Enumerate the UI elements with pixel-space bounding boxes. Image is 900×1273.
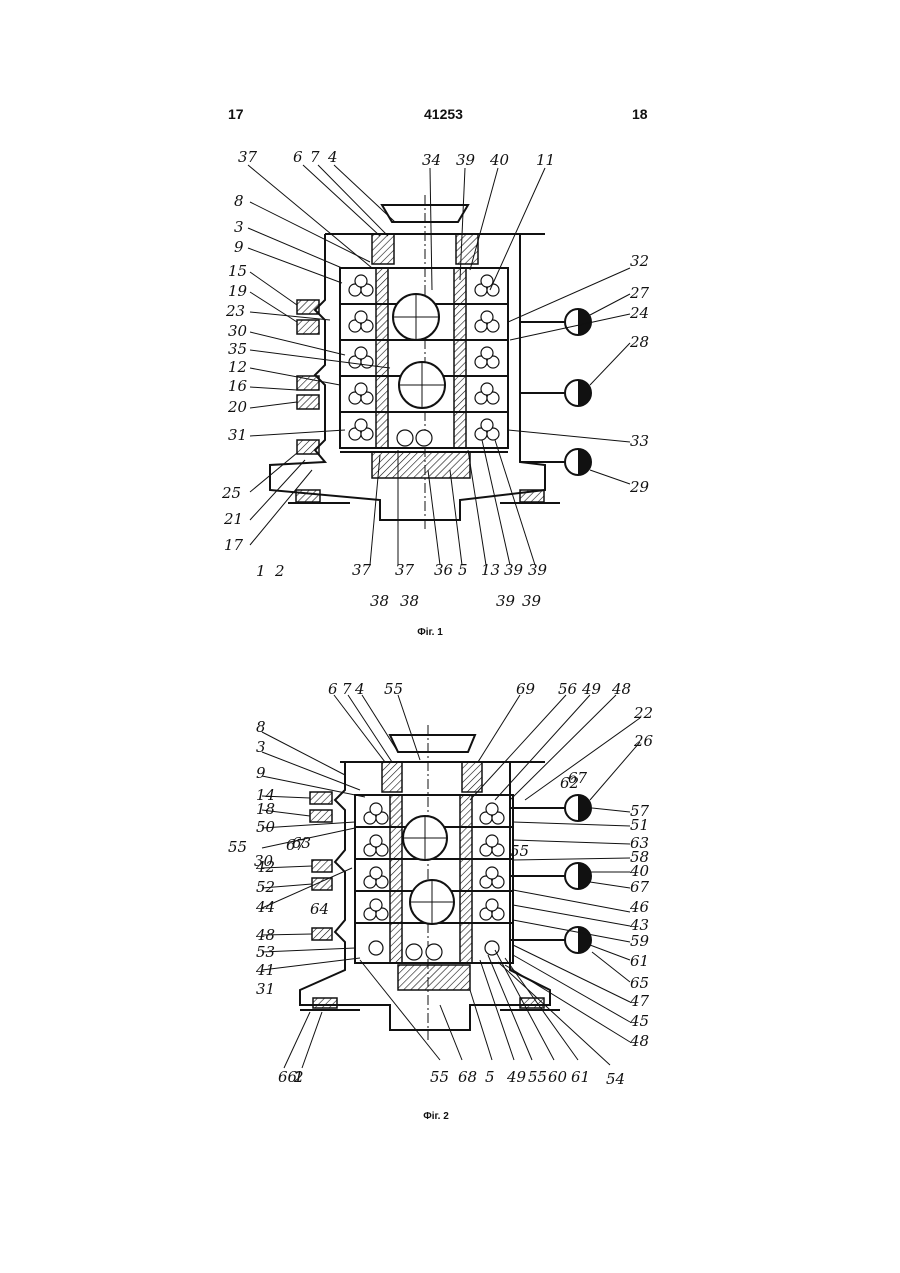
callout-label: 55 [430, 1068, 449, 1086]
figure-1-caption: Фіг. 1 [380, 627, 480, 638]
callout-label: 27 [629, 284, 650, 302]
callout-label: 60 [548, 1068, 568, 1086]
callout-label: 39 [496, 592, 516, 610]
callout-label: 6 [293, 148, 303, 166]
callout-label: 48 [611, 680, 631, 698]
patent-number: 41253 [424, 106, 463, 122]
callout-label: 48 [255, 926, 275, 944]
callout-label: 33 [630, 432, 649, 450]
callout-label: 31 [256, 980, 275, 998]
callout-label: 6 [328, 680, 338, 698]
callout-label: 51 [630, 816, 649, 834]
callout-label: 38 [400, 592, 419, 610]
callout-label: 19 [228, 282, 248, 300]
callout-label: 50 [256, 818, 276, 836]
callout-label: 37 [352, 561, 372, 579]
callout-label: 8 [234, 192, 244, 210]
page-number-right: 18 [632, 106, 648, 122]
callout-label: 11 [536, 151, 555, 169]
callout-label: 28 [629, 333, 649, 351]
callout-label: 12 [228, 358, 247, 376]
callout-label: 9 [256, 764, 266, 782]
callout-label: 30 [228, 322, 248, 340]
callout-label: 52 [256, 878, 275, 896]
callout-label: 2 [274, 562, 285, 580]
callout-label: 40 [489, 151, 510, 169]
figure-1-body [248, 165, 630, 565]
callout-label: 37 [238, 148, 258, 166]
callout-label: 35 [228, 340, 247, 358]
callout-label: 49 [506, 1068, 527, 1086]
callout-label: 44 [255, 898, 275, 916]
callout-label: 22 [633, 704, 653, 722]
callout-label: 24 [629, 304, 649, 322]
callout-label: 36 [434, 561, 454, 579]
figure-2-drawing: 6745569564948222683962671418505567635751… [0, 670, 900, 1110]
callout-label: 5 [458, 561, 468, 579]
callout-label: 48 [629, 1032, 649, 1050]
callout-label: 56 [558, 680, 578, 698]
callout-label: 8 [256, 718, 266, 736]
callout-label: 26 [633, 732, 654, 750]
callout-label: 3 [256, 738, 266, 756]
callout-label: 23 [225, 302, 245, 320]
figure-2-caption: Фіг. 2 [386, 1111, 486, 1122]
callout-label: 34 [422, 151, 441, 169]
callout-label: 4 [354, 680, 365, 698]
callout-label: 16 [228, 377, 248, 395]
callout-label: 61 [571, 1068, 590, 1086]
callout-label: 55 [384, 680, 403, 698]
callout-label: 46 [629, 898, 650, 916]
callout-label: 42 [255, 858, 275, 876]
callout-label: 39 [522, 592, 542, 610]
figure-2-body [262, 695, 640, 1068]
callout-label: 55 [528, 1068, 547, 1086]
callout-label: 7 [342, 680, 352, 698]
callout-label: 32 [630, 252, 649, 270]
callout-label: 67 [630, 878, 650, 896]
callout-label: 13 [481, 561, 500, 579]
callout-label: 67 [568, 769, 588, 787]
callout-label: 54 [606, 1070, 625, 1088]
callout-label: 55 [510, 842, 529, 860]
callout-label: 39 [456, 151, 476, 169]
callout-label: 53 [256, 943, 275, 961]
callout-label: 39 [528, 561, 548, 579]
callout-label: 61 [630, 952, 649, 970]
callout-label: 29 [629, 478, 650, 496]
callout-label: 37 [395, 561, 415, 579]
callout-label: 2 [293, 1068, 304, 1086]
figure-1-drawing: 3767434394011839151923303512162031252117… [0, 140, 900, 620]
callout-label: 38 [370, 592, 389, 610]
callout-label: 45 [629, 1012, 649, 1030]
callout-label: 18 [256, 800, 275, 818]
page-number-left: 17 [228, 106, 244, 122]
callout-label: 47 [629, 992, 650, 1010]
callout-label: 15 [228, 262, 247, 280]
callout-label: 4 [327, 148, 338, 166]
callout-label: 17 [224, 536, 244, 554]
callout-label: 31 [228, 426, 247, 444]
callout-label: 5 [485, 1068, 495, 1086]
callout-label: 55 [228, 838, 247, 856]
callout-label: 1 [256, 562, 266, 580]
callout-label: 7 [310, 148, 320, 166]
callout-label: 20 [227, 398, 248, 416]
callout-label: 63 [292, 834, 311, 852]
callout-label: 9 [234, 238, 244, 256]
callout-label: 3 [234, 218, 244, 236]
callout-label: 39 [504, 561, 524, 579]
callout-label: 64 [310, 900, 329, 918]
callout-label: 49 [581, 680, 602, 698]
callout-label: 69 [516, 680, 536, 698]
callout-label: 41 [255, 961, 275, 979]
callout-label: 65 [630, 974, 649, 992]
callout-label: 21 [223, 510, 243, 528]
callout-label: 25 [221, 484, 241, 502]
callout-label: 59 [630, 932, 650, 950]
callout-label: 68 [458, 1068, 477, 1086]
